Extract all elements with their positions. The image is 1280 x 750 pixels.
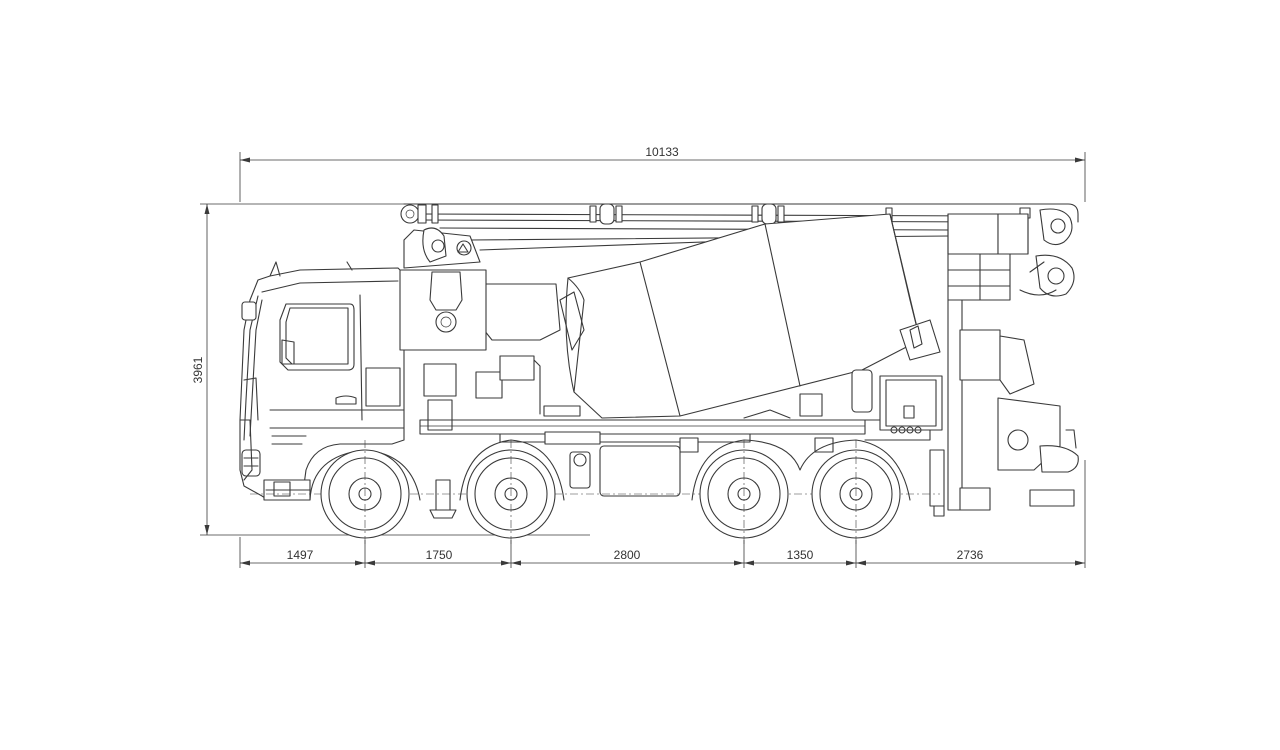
overall-length-label: 10133 xyxy=(645,145,679,159)
axle-2-3-spacing-label: 2800 xyxy=(614,548,641,562)
wheel-rear-2 xyxy=(811,440,901,545)
overall-height-dimension: 3961 xyxy=(191,203,590,536)
mudguards xyxy=(459,439,911,501)
wheel-front-1 xyxy=(320,440,410,545)
overall-length-dimension: 10133 xyxy=(239,145,1086,202)
rear-overhang-label: 2736 xyxy=(957,548,984,562)
mixer-drum xyxy=(559,213,941,419)
rear-concrete-pump-unit xyxy=(429,213,1079,519)
front-overhang-label: 1497 xyxy=(287,548,314,562)
water-tank-and-pump-module xyxy=(399,269,873,497)
overall-height-label: 3961 xyxy=(191,356,205,383)
axle-1-2-spacing-label: 1750 xyxy=(426,548,453,562)
axle-spacing-dimensions: 1497 1750 2800 1350 2736 xyxy=(239,460,1086,568)
wheel-front-2 xyxy=(466,440,556,545)
pump-boom xyxy=(400,203,1079,297)
cab xyxy=(239,261,421,501)
chassis-frame xyxy=(419,419,931,453)
wheel-rear-1 xyxy=(699,440,789,545)
boom-joint-front xyxy=(400,204,439,224)
axle-3-4-spacing-label: 1350 xyxy=(787,548,814,562)
